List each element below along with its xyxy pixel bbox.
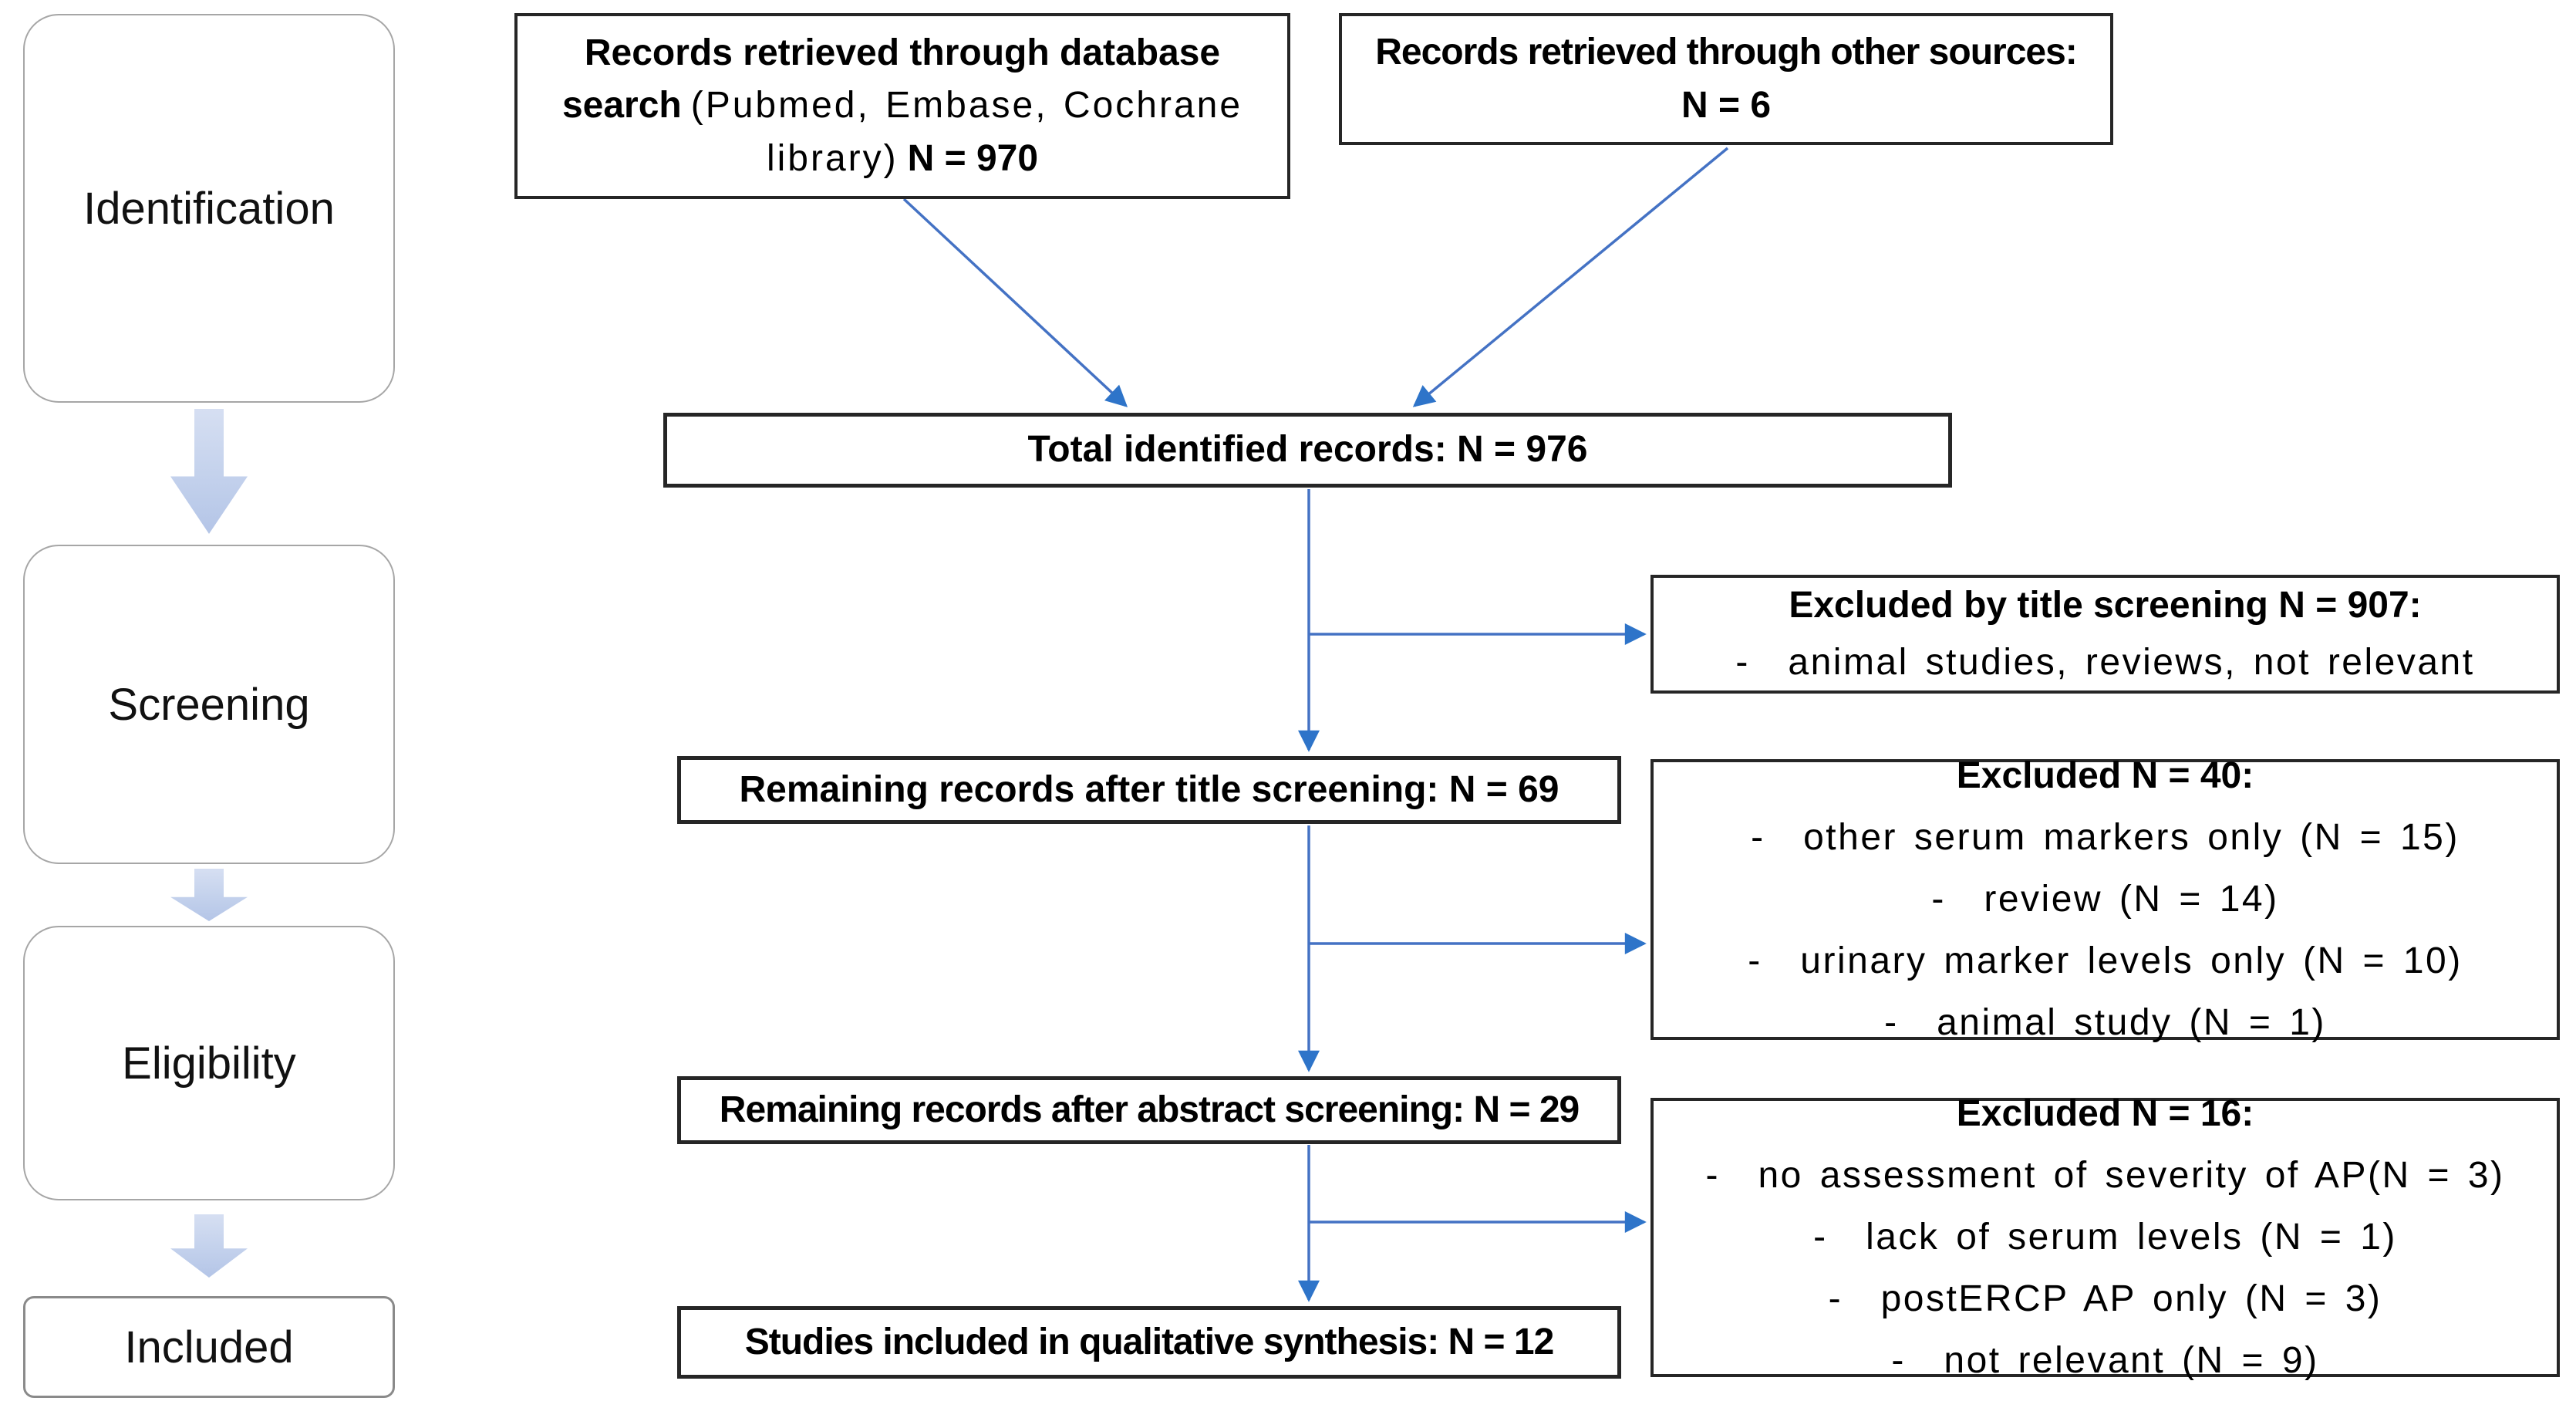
bullet-dash: - (1705, 1154, 1718, 1196)
bullet-dash: - (1828, 1278, 1841, 1320)
exclusion-item: - other serum markers only (N = 15) (1748, 812, 2462, 864)
exclusion-item: - postERCP AP only (N = 3) (1705, 1273, 2504, 1325)
exclusion-item-text: urinary marker levels only (N = 10) (1800, 940, 2463, 982)
bullet-dash: - (1751, 816, 1764, 858)
excluded-fulltext-box: Excluded N = 16: - no assessment of seve… (1650, 1093, 2560, 1381)
stage-box-included: Included (23, 1296, 395, 1398)
remaining-after-abstract-screening-text: Remaining records after abstract screeni… (719, 1089, 1580, 1130)
bullet-dash: - (1931, 878, 1944, 920)
stage-box-eligibility: Eligibility (23, 926, 395, 1200)
records-database-text-library: library) (766, 137, 899, 179)
exclusion-item-text: other serum markers only (N = 15) (1803, 816, 2460, 858)
records-database-count: N = 970 (907, 137, 1039, 179)
exclusion-item-text: no assessment of severity of AP(N = 3) (1758, 1154, 2505, 1196)
excluded-title-screening-header: Excluded by title screening N = 907: (1789, 584, 2422, 626)
stage-label-screening: Screening (108, 679, 310, 730)
excluded-title-screening-box: Excluded by title screening N = 907: - a… (1650, 575, 2560, 694)
records-database-line2: search(Pubmed, Embase, Cochrane (562, 79, 1242, 132)
exclusion-item: - not relevant (N = 9) (1705, 1335, 2504, 1387)
studies-included-text: Studies included in qualitative synthesi… (744, 1321, 1555, 1362)
records-other-sources-count: N = 6 (1681, 84, 1772, 126)
stage-box-screening: Screening (23, 545, 395, 864)
excluded-abstract-screening-header: Excluded N = 40: (1956, 755, 2254, 796)
exclusion-item: - no assessment of severity of AP(N = 3) (1705, 1150, 2504, 1202)
records-database-text-sources: (Pubmed, Embase, Cochrane (690, 85, 1243, 127)
stage-label-identification: Identification (83, 183, 335, 234)
stage-box-identification: Identification (23, 14, 395, 403)
exclusion-item: - lack of serum levels (N = 1) (1705, 1211, 2504, 1264)
connector-database-to-total (902, 198, 1128, 407)
bullet-dash: - (1813, 1216, 1826, 1258)
exclusion-item-text: animal studies, reviews, not relevant (1788, 642, 2475, 683)
excluded-fulltext-header: Excluded N = 16: (1956, 1092, 2254, 1134)
down-block-arrow-icon (170, 1214, 248, 1278)
records-database-text-bold2: search (561, 85, 682, 127)
bullet-dash: - (1735, 642, 1748, 683)
bullet-dash: - (1748, 940, 1761, 982)
stage-label-eligibility: Eligibility (122, 1038, 296, 1089)
exclusion-item-text: review (N = 14) (1984, 878, 2279, 920)
exclusion-item: - animal studies, reviews, not relevant (1735, 636, 2474, 689)
excluded-abstract-screening-box: Excluded N = 40: - other serum markers o… (1650, 755, 2560, 1043)
records-database-line3: library)N = 970 (767, 133, 1038, 185)
records-other-sources-text: Records retrieved through other sources: (1375, 32, 2078, 73)
total-identified-records-text: Total identified records: N = 976 (1027, 429, 1588, 471)
remaining-after-title-screening-text: Remaining records after title screening:… (739, 768, 1559, 810)
exclusion-item-text: not relevant (N = 9) (1944, 1340, 2319, 1382)
total-identified-records-box: Total identified records: N = 976 (663, 413, 1952, 488)
exclusion-item: - review (N = 14) (1748, 873, 2462, 926)
bullet-dash: - (1884, 1002, 1897, 1044)
records-database-text-bold1: Records retrieved through database (584, 32, 1221, 74)
bullet-dash: - (1891, 1340, 1904, 1382)
records-database-search-box: Records retrieved through database searc… (514, 13, 1290, 199)
exclusion-item: - urinary marker levels only (N = 10) (1748, 935, 2462, 988)
exclusion-item-text: postERCP AP only (N = 3) (1880, 1278, 2382, 1320)
records-other-sources-box: Records retrieved through other sources:… (1339, 13, 2113, 145)
connector-othersources-to-total (1412, 147, 1729, 407)
remaining-after-abstract-screening-box: Remaining records after abstract screeni… (677, 1076, 1621, 1144)
down-block-arrow-icon (170, 409, 248, 534)
exclusion-item-text: lack of serum levels (N = 1) (1866, 1216, 2397, 1258)
exclusion-item: - animal study (N = 1) (1748, 997, 2462, 1049)
down-block-arrow-icon (170, 869, 248, 921)
records-database-line1: Records retrieved through database (585, 27, 1220, 79)
stage-label-included: Included (124, 1322, 294, 1372)
remaining-after-title-screening-box: Remaining records after title screening:… (677, 756, 1621, 824)
exclusion-item-text: animal study (N = 1) (1937, 1002, 2326, 1044)
studies-included-box: Studies included in qualitative synthesi… (677, 1306, 1621, 1379)
